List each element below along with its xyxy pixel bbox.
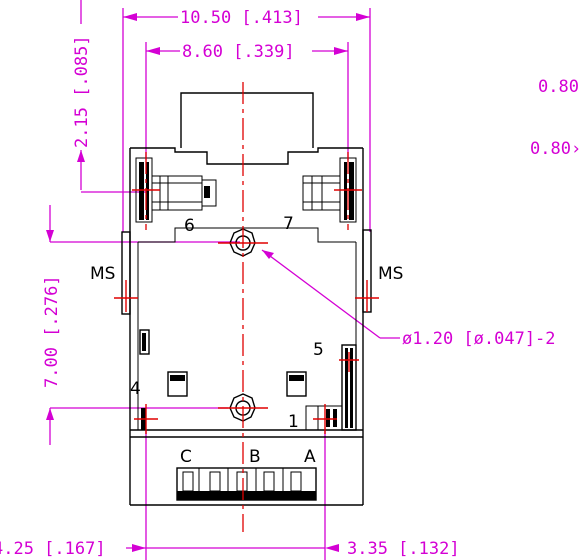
pin-labels: 6 7 5 4 1 MS MS C B A: [90, 214, 403, 467]
pin-7-label: 7: [283, 214, 294, 234]
terminal-row: [176, 467, 317, 501]
dimension-text: 10.50 [.413] 8.60 [.339] 2.15 [.085] 7.0…: [0, 8, 581, 559]
pin-1-label: 1: [288, 412, 299, 432]
component-outline: [121, 92, 372, 506]
side-note-1: 0.80: [538, 77, 579, 97]
pin-assembly-left: [135, 157, 217, 223]
ms-left-label: MS: [90, 264, 115, 284]
terminal-c-label: C: [180, 447, 192, 467]
side-note-2: 0.80›: [530, 139, 581, 159]
pin-4-label: 4: [130, 379, 141, 399]
terminal-b-label: B: [249, 447, 261, 467]
hole-spacing-dim: 7.00 [.276]: [42, 275, 62, 388]
left-offset-dim: 4.25 [.167]: [0, 539, 106, 559]
pin-6-label: 6: [184, 216, 195, 236]
hole-callout: ø1.20 [ø.047]-2: [402, 329, 556, 349]
overall-width-dim: 10.50 [.413]: [180, 8, 303, 28]
top-offset-dim: 2.15 [.085]: [72, 35, 92, 148]
terminal-a-label: A: [304, 447, 316, 467]
center-lines: [114, 82, 379, 532]
pin-5-label: 5: [313, 340, 324, 360]
right-offset-dim: 3.35 [.132]: [347, 539, 460, 559]
pin-spacing-dim: 8.60 [.339]: [182, 42, 295, 62]
ms-right-label: MS: [378, 264, 403, 284]
